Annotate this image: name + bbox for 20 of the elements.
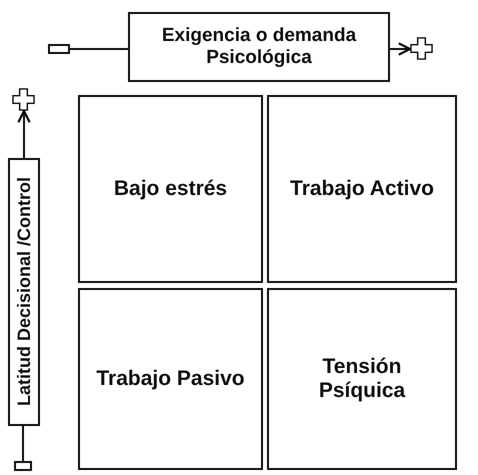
arrow (390, 42, 412, 56)
arrow (17, 110, 31, 158)
axis-label-box (128, 12, 390, 82)
label-text: Latitud Decisional /Control (14, 177, 34, 406)
quadrant-box (78, 288, 263, 470)
quadrant-box (267, 95, 457, 283)
connector-line (70, 48, 128, 50)
axis-label-box (8, 158, 40, 426)
connector-line (22, 426, 24, 461)
label-text: Trabajo Pasivo (95, 367, 246, 391)
label-text: Exigencia o demanda Psicológica (160, 25, 358, 69)
label-text: Bajo estrés (112, 177, 228, 201)
label-text: Trabajo Activo (289, 177, 435, 201)
quadrant-box (78, 95, 263, 283)
minus-sign-icon (48, 44, 70, 54)
label-text: Tensión Psíquica (318, 355, 406, 403)
plus-sign-icon (12, 88, 35, 111)
quadrant-box (267, 288, 457, 470)
plus-sign-icon (410, 37, 433, 60)
minus-sign-icon (14, 461, 32, 471)
